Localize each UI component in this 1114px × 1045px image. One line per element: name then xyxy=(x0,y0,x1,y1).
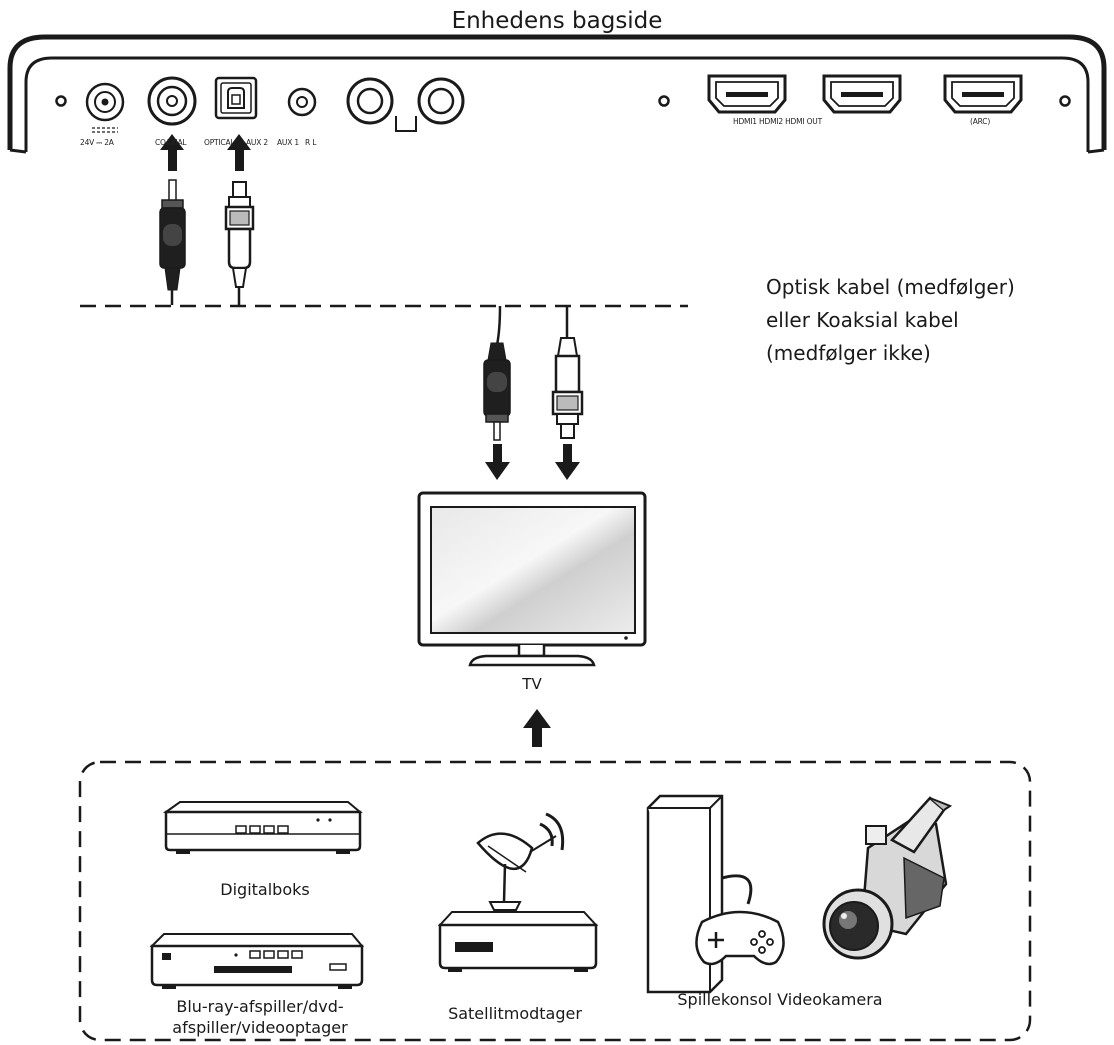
optical-jack xyxy=(214,76,258,120)
digitalbox-icon xyxy=(162,801,363,854)
sources-box xyxy=(78,760,1032,1042)
optical-plug-upper xyxy=(224,181,255,305)
label-coaxial: COAXIAL xyxy=(155,138,187,147)
label-aux2: AUX 2 xyxy=(246,138,268,147)
tv-label: TV xyxy=(522,675,542,693)
bluray-label-line-2: afspiller/videooptager xyxy=(172,1018,348,1037)
label-rl: R L xyxy=(305,138,317,147)
screw-hole xyxy=(55,95,1071,107)
cable-note-line-3: (medfølger ikke) xyxy=(766,341,931,365)
video-camera-icon xyxy=(822,796,953,960)
console-camera-label: Spillekonsol Videokamera xyxy=(677,990,883,1009)
arrow-into-optical xyxy=(227,134,251,171)
satellite-label: Satellitmodtager xyxy=(448,1004,582,1023)
bluray-label-line-1: Blu-ray-afspiller/dvd- xyxy=(176,997,344,1016)
aux2-jack xyxy=(287,87,317,117)
label-power: 24V ⎓ 2A xyxy=(80,138,114,147)
cable-note-line-2: eller Koaksial kabel xyxy=(766,308,959,332)
label-hdmi: HDMI1 HDMI2 HDMI OUT xyxy=(733,117,822,126)
label-arc: (ARC) xyxy=(970,117,991,126)
coaxial-jack xyxy=(147,76,197,126)
arrow-into-coaxial xyxy=(160,134,184,171)
cables-to-tv xyxy=(495,305,569,346)
cable-note-line-1: Optisk kabel (medfølger) xyxy=(766,275,1015,299)
bluray-label: Blu-ray-afspiller/dvd- afspiller/videoop… xyxy=(150,996,370,1038)
arrow-to-tv-optical xyxy=(555,444,580,480)
label-aux1: AUX 1 xyxy=(277,138,299,147)
bluray-player-icon xyxy=(149,933,365,989)
cable-note: Optisk kabel (medfølger) eller Koaksial … xyxy=(766,271,1096,370)
digitalbox-label: Digitalboks xyxy=(220,880,310,899)
satellite-receiver-icon xyxy=(437,812,599,972)
coaxial-plug-upper xyxy=(159,179,186,305)
aux1-rca-jacks xyxy=(346,77,465,132)
back-panel xyxy=(7,34,1107,154)
optical-plug-lower xyxy=(551,337,584,439)
label-optical: OPTICAL xyxy=(204,138,235,147)
arrow-sources-to-tv xyxy=(523,709,551,747)
hdmi-ports xyxy=(707,74,1023,114)
diagram-title: Enhedens bagside xyxy=(451,8,663,34)
power-jack xyxy=(85,82,125,133)
tv-illustration xyxy=(417,491,647,667)
coaxial-plug-lower xyxy=(483,342,511,441)
game-console-icon xyxy=(646,794,785,994)
arrow-to-tv-coaxial xyxy=(485,444,510,480)
